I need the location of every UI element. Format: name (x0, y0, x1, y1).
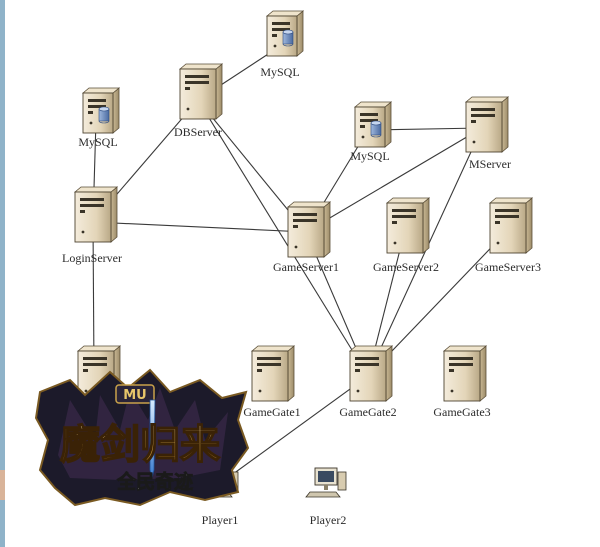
node-label-dbserver: DBServer (174, 125, 222, 139)
server-icon (73, 186, 119, 243)
connection-line-mserver-gamegate2 (367, 127, 483, 377)
node-label-loginserver: LoginServer (62, 251, 122, 265)
database-cylinder-icon (98, 106, 110, 124)
node-label-mysql_top: MySQL (260, 65, 299, 79)
node-label-gamegate1: GameGate1 (243, 405, 300, 419)
node-label-mysql_mid: MySQL (350, 149, 389, 163)
node-label-gameserver1: GameServer1 (273, 260, 339, 274)
node-label-player1: Player1 (202, 513, 239, 527)
node-label-mysql_left: MySQL (78, 135, 117, 149)
logo-subtitle: 全民奇迹 (116, 470, 193, 493)
node-gameserver1: GameServer1 (273, 201, 339, 274)
node-gameserver3: GameServer3 (475, 197, 541, 274)
server-icon (178, 63, 224, 120)
node-gamegate3: GameGate3 (433, 345, 491, 419)
node-dbserver: DBServer (174, 63, 224, 139)
game-logo: MU 魔剑归来 全民奇迹 (34, 368, 250, 507)
node-label-mserver: MServer (469, 157, 511, 171)
database-cylinder-icon (370, 120, 382, 138)
node-mysql_left: MySQL (78, 87, 121, 149)
server-icon (348, 345, 394, 402)
computer-icon (305, 467, 347, 498)
server-icon (385, 197, 431, 254)
node-player2: Player2 (305, 467, 347, 527)
database-server-icon (81, 87, 121, 134)
connection-line-gamegate2-player1 (221, 375, 369, 483)
left-edge-bar (0, 0, 5, 547)
node-label-gamegate2: GameGate2 (339, 405, 396, 419)
connection-line-loginserver-gameserver1 (92, 221, 307, 233)
logo-flame-shape (58, 388, 228, 480)
logo-badge-plate (115, 384, 155, 404)
diagram-nodes: MySQLDBServerMySQLMySQLMServerLoginServe… (62, 10, 541, 527)
logo-badge-text: MU (123, 388, 147, 403)
database-cylinder-icon (282, 29, 294, 47)
logo-title: 魔剑归来 (60, 422, 220, 468)
server-icon (442, 345, 488, 402)
server-icon (488, 197, 534, 254)
node-gamegate1: GameGate1 (243, 345, 301, 419)
server-icon (464, 96, 510, 153)
node-label-gameserver3: GameServer3 (475, 260, 541, 274)
left-edge-accent (0, 470, 5, 500)
database-server-icon (353, 101, 393, 148)
node-mysql_mid: MySQL (350, 101, 393, 163)
node-label-player2: Player2 (310, 513, 347, 527)
node-mserver: MServer (464, 96, 511, 171)
node-loginserver: LoginServer (62, 186, 122, 265)
server-icon (286, 201, 332, 258)
node-gameserver2: GameServer2 (373, 197, 439, 274)
database-server-icon (265, 10, 305, 57)
node-label-gamegate3: GameGate3 (433, 405, 490, 419)
node-label-gameserver2: GameServer2 (373, 260, 439, 274)
connection-line-dbserver-gamegate2 (197, 99, 369, 377)
connection-line-mserver-gameserver1 (305, 127, 483, 233)
node-mysql_top: MySQL (260, 10, 305, 79)
node-gamegate2: GameGate2 (339, 345, 397, 419)
sword-icon (149, 399, 156, 479)
server-icon (250, 345, 296, 402)
